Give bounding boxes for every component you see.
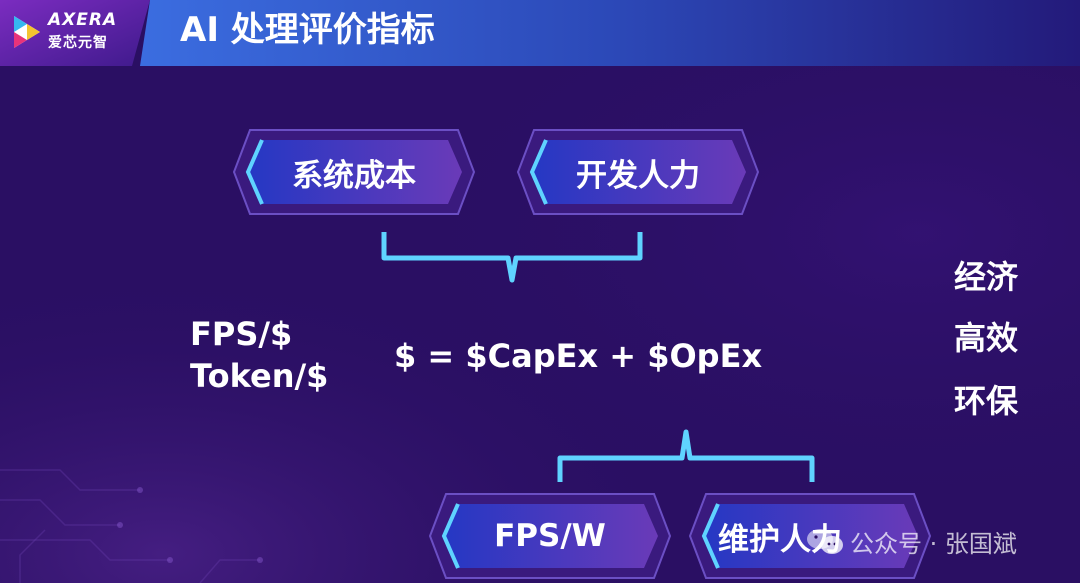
bottom-bracket	[557, 429, 815, 482]
logo-latin: AXERA	[48, 10, 118, 30]
box-maintenance-manpower: 维护人力	[688, 492, 932, 580]
quality-eco: 环保	[954, 382, 1019, 420]
box-maintenance-manpower-label: 维护人力	[718, 521, 842, 558]
box-system-cost: 系统成本	[232, 128, 476, 216]
watermark-text: 公众号 · 张国斌	[850, 530, 1017, 558]
box-fps-per-watt: FPS/W	[428, 492, 672, 580]
box-system-cost-label: 系统成本	[292, 157, 416, 194]
box-dev-manpower-label: 开发人力	[576, 157, 700, 194]
page-title: AI 处理评价指标	[180, 10, 435, 50]
quality-economic: 经济	[954, 258, 1019, 296]
cost-formula: $ = $CapEx + $OpEx	[394, 337, 763, 375]
watermark: 公众号 · 张国斌	[806, 524, 1017, 559]
top-bracket	[381, 232, 643, 283]
logo-mark-icon	[14, 16, 40, 48]
wechat-icon	[807, 528, 843, 554]
logo-cn: 爱芯元智	[48, 35, 108, 51]
metric-token-per-dollar: Token/$	[190, 357, 329, 395]
company-logo: AXERA 爱芯元智	[10, 8, 130, 56]
box-dev-manpower: 开发人力	[516, 128, 760, 216]
quality-efficient: 高效	[954, 319, 1019, 357]
metric-fps-per-dollar: FPS/$	[190, 315, 293, 353]
box-fps-per-watt-label: FPS/W	[494, 518, 606, 554]
